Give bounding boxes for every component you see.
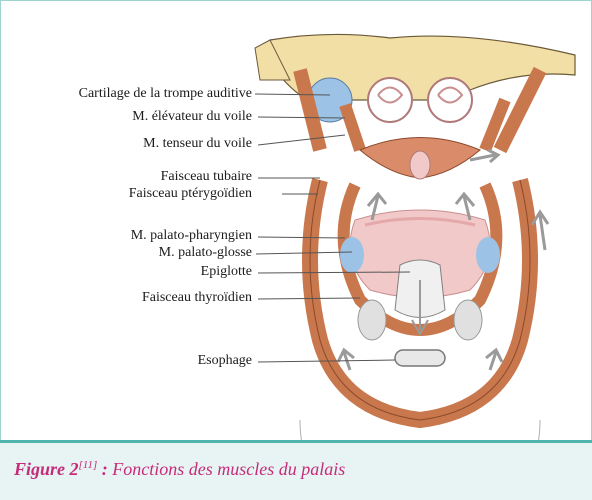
label-elevateur: M. élévateur du voile	[132, 109, 252, 125]
label-thyroidien: Faisceau thyroïdien	[142, 290, 252, 306]
label-epiglotte: Epiglotte	[201, 264, 252, 280]
label-pterygoidien: Faisceau ptérygoïdien	[129, 186, 252, 202]
label-palato-glosse: M. palato-glosse	[159, 245, 252, 261]
figure-caption: Figure 2[11] : Fonctions des muscles du …	[14, 459, 345, 480]
reference-number: [11]	[79, 459, 98, 471]
label-esophage: Esophage	[198, 353, 252, 369]
caption-text: Fonctions des muscles du palais	[112, 459, 345, 479]
label-tenseur: M. tenseur du voile	[143, 136, 252, 152]
caption-bar: Figure 2[11] : Fonctions des muscles du …	[0, 440, 592, 500]
caption-separator: :	[97, 459, 112, 479]
labels-layer: Cartilage de la trompe auditive M. éléva…	[0, 0, 592, 440]
label-palato-pharyngien: M. palato-pharyngien	[131, 228, 252, 244]
label-tubaire: Faisceau tubaire	[161, 169, 252, 185]
figure-number: Figure 2	[14, 459, 79, 479]
label-cartilage: Cartilage de la trompe auditive	[79, 86, 252, 102]
